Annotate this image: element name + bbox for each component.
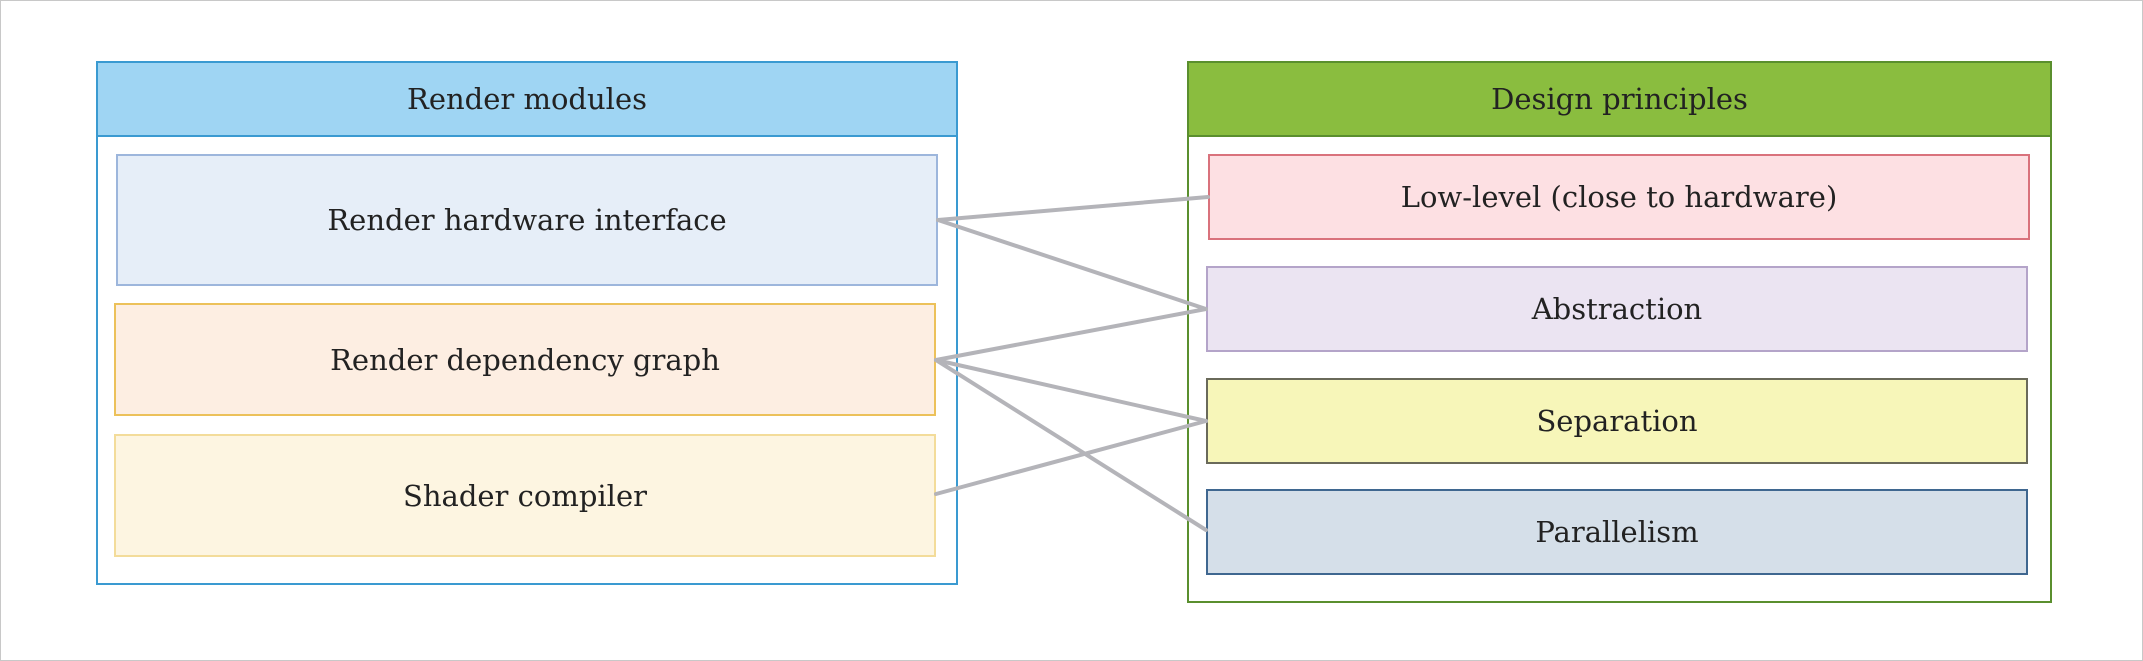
connector-rdg-sep (934, 358, 1208, 423)
parallelism-box: Parallelism (1206, 489, 2028, 575)
design-principles-title: Design principles (1189, 63, 2050, 137)
separation-box: Separation (1206, 378, 2028, 464)
connector-rdg-abs (934, 307, 1208, 362)
connector-sc-sep (934, 419, 1208, 496)
render-hardware-interface-box: Render hardware interface (116, 154, 938, 286)
connector-rdg-par (934, 358, 1208, 532)
connector-rhi-abs (936, 218, 1208, 311)
connector-rhi-low (936, 195, 1210, 222)
abstraction-box: Abstraction (1206, 266, 2028, 352)
low-level-box: Low-level (close to hardware) (1208, 154, 2030, 240)
shader-compiler-box: Shader compiler (114, 434, 936, 557)
render-modules-title: Render modules (98, 63, 956, 137)
